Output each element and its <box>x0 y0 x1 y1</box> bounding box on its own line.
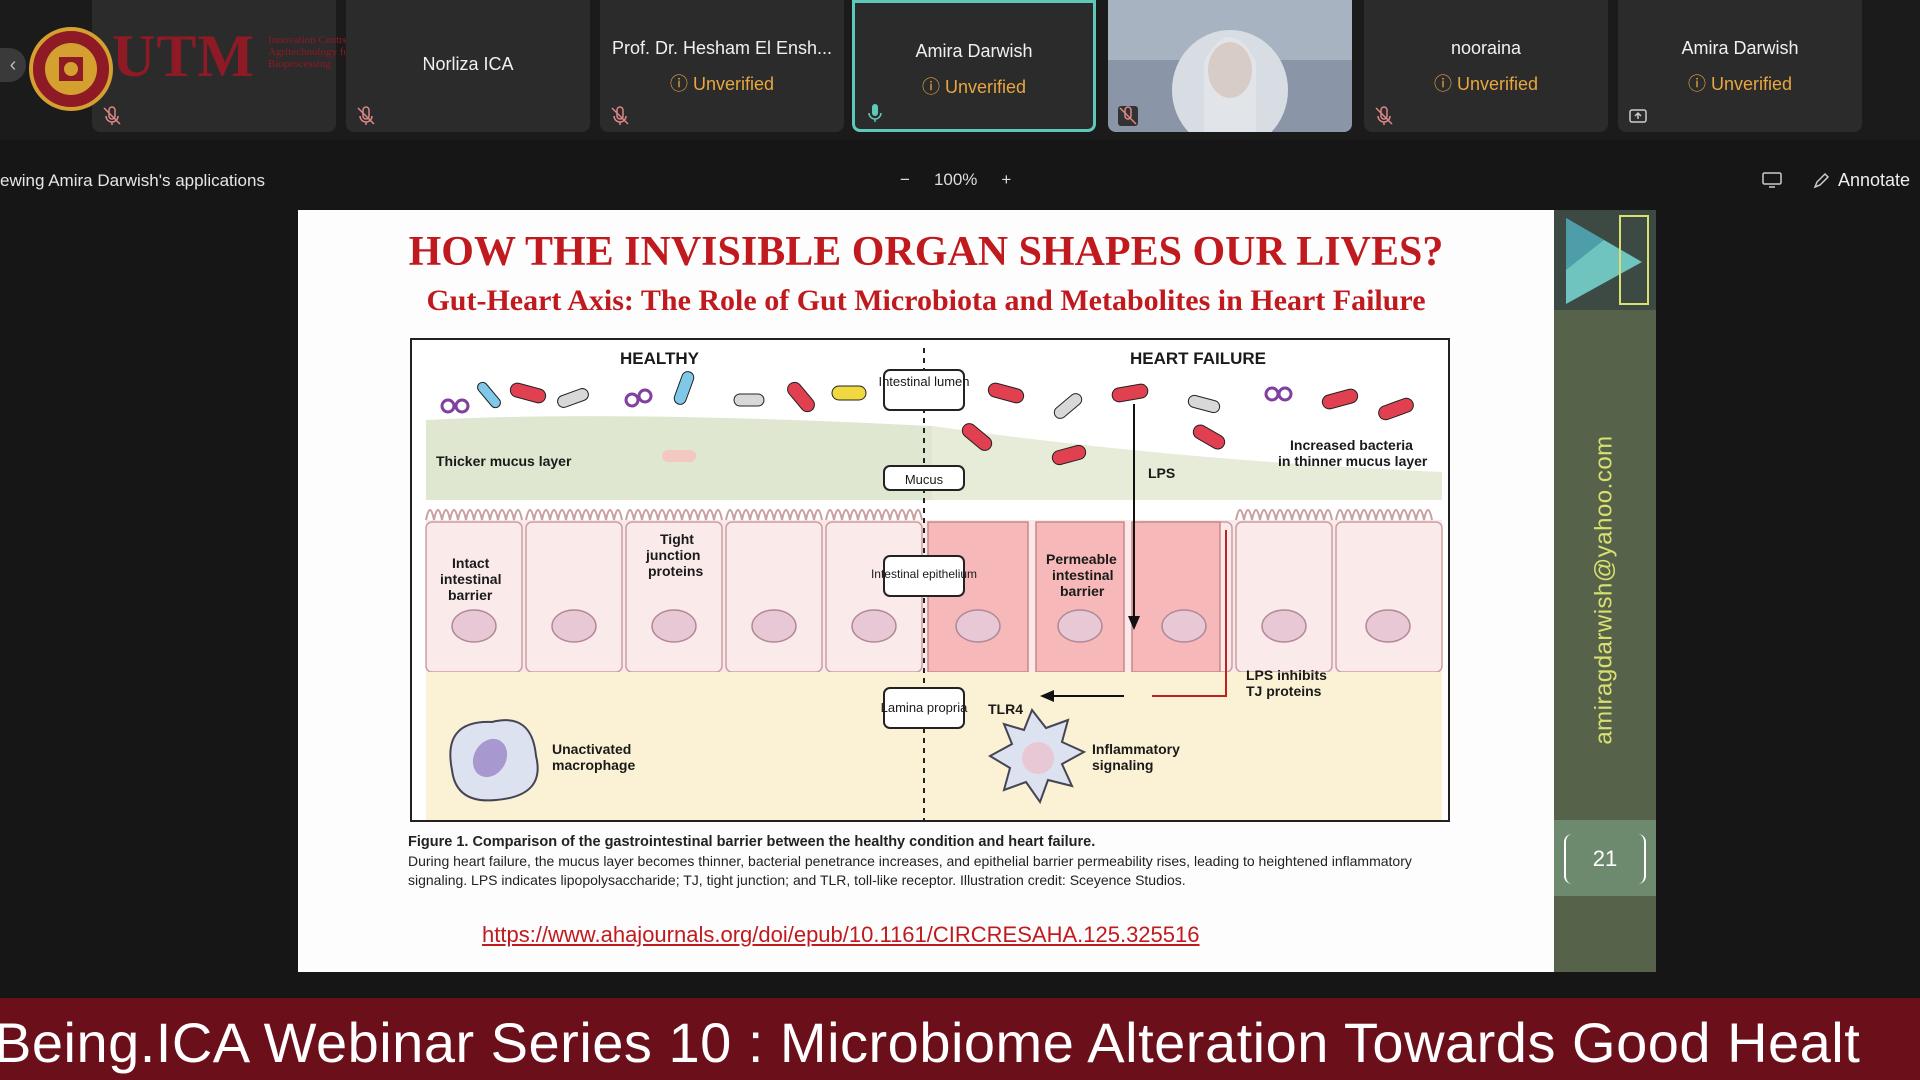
participant-tile[interactable]: Norliza ICA <box>346 0 590 132</box>
unverified-badge: ⓘ Unverified <box>669 74 775 94</box>
participant-tile[interactable]: Prof. Dr. Hesham El Ensh... ⓘ Unverified <box>600 0 844 132</box>
annotate-button[interactable]: Annotate <box>1812 170 1910 191</box>
tight-junction-label: proteins <box>648 563 703 579</box>
participant-name: Norliza ICA <box>422 54 514 74</box>
figure-caption: Figure 1. Comparison of the gastrointest… <box>408 832 1468 890</box>
healthy-heading: HEALTHY <box>620 349 700 368</box>
viewing-status: ewing Amira Darwish's applications <box>0 171 265 190</box>
center-label-lamina: Lamina propria <box>881 700 968 715</box>
screen-share-icon <box>1629 109 1647 123</box>
participant-tile[interactable]: nooraina ⓘ Unverified <box>1364 0 1608 132</box>
mic-on-icon <box>868 104 882 122</box>
slide-page-number: 21 <box>1564 834 1646 884</box>
slide-subtitle: Gut-Heart Axis: The Role of Gut Microbio… <box>426 284 1426 317</box>
annotate-label: Annotate <box>1838 170 1911 190</box>
participant-name: Prof. Dr. Hesham El Ensh... <box>611 38 833 58</box>
utm-crest-logo <box>29 27 113 111</box>
caption-body: During heart failure, the mucus layer be… <box>408 853 1412 888</box>
play-triangle-icon <box>1566 215 1649 305</box>
center-label-lumen: Intestinal lumen <box>878 374 969 389</box>
slide-title: HOW THE INVISIBLE ORGAN SHAPES OUR LIVES… <box>408 229 1444 275</box>
participant-name: Amira Darwish <box>1681 38 1799 58</box>
slide-side-decoration <box>1554 210 1656 310</box>
participant-tile-logo[interactable] <box>92 0 336 132</box>
email-text: amiragdarwish@yahoo.com <box>1591 435 1619 745</box>
utm-wordmark: UTM <box>112 23 255 89</box>
banner-text: Being.ICA Webinar Series 10 : Microbiome… <box>0 1011 1861 1074</box>
unverified-label: Unverified <box>692 74 775 94</box>
intact-barrier-label: barrier <box>448 587 493 603</box>
mic-off-icon <box>1118 106 1138 126</box>
webinar-banner: Being.ICA Webinar Series 10 : Microbiome… <box>0 998 1920 1080</box>
lps-label: LPS <box>1148 465 1175 481</box>
inflammatory-label: signaling <box>1092 757 1153 773</box>
caption-title: Figure 1. Comparison of the gastrointest… <box>408 834 1096 850</box>
intact-barrier-label: intestinal <box>440 571 501 587</box>
unverified-badge: ⓘ Unverified <box>1687 74 1793 94</box>
permeable-barrier-label: intestinal <box>1052 567 1113 583</box>
unverified-label: Unverified <box>1456 74 1539 94</box>
unactivated-label: macrophage <box>552 757 635 773</box>
center-label-epithelium: Intestinal epithelium <box>871 567 977 581</box>
mic-off-icon <box>611 106 629 125</box>
permeable-barrier-label: barrier <box>1060 583 1105 599</box>
increased-bacteria-label: Increased bacteria <box>1290 437 1413 453</box>
zoom-controls: − 100% + <box>900 170 1011 190</box>
participant-tile[interactable]: Amira Darwish ⓘ Unverified <box>1618 0 1862 132</box>
slide-email: amiragdarwish@yahoo.com <box>1570 420 1640 760</box>
unverified-badge: ⓘ Unverified <box>1433 74 1539 94</box>
participant-video-feed <box>1108 0 1352 132</box>
pop-out-icon[interactable] <box>1762 172 1782 188</box>
increased-bacteria-label: in thinner mucus layer <box>1278 453 1428 469</box>
mic-off-icon <box>103 106 121 125</box>
tight-junction-label: junction <box>645 547 700 563</box>
permeable-barrier-label: Permeable <box>1046 551 1117 567</box>
tlr4-label: TLR4 <box>988 701 1023 717</box>
participant-strip: ‹ UTM Innovation Centre in Agritechnolog… <box>0 0 1920 140</box>
unactivated-label: Unactivated <box>552 741 631 757</box>
participant-video-tile[interactable] <box>1108 0 1352 132</box>
chevron-left-icon[interactable]: ‹ <box>0 48 26 82</box>
zoom-level: 100% <box>933 170 978 189</box>
figure-gut-barrier: HEALTHY HEART FAILURE Thicker mucus laye… <box>410 338 1450 822</box>
zoom-out-button[interactable]: − <box>900 170 910 189</box>
mic-off-icon <box>357 106 375 125</box>
intact-barrier-label: Intact <box>452 555 490 571</box>
center-label-mucus: Mucus <box>905 472 944 487</box>
unverified-badge: ⓘ Unverified <box>921 77 1027 97</box>
gut-barrier-illustration: HEALTHY HEART FAILURE Thicker mucus laye… <box>412 340 1448 820</box>
lps-inhibits-label: TJ proteins <box>1246 683 1322 699</box>
participant-name: Amira Darwish <box>915 41 1033 61</box>
heart-failure-heading: HEART FAILURE <box>1130 349 1266 368</box>
zoom-in-button[interactable]: + <box>1001 170 1012 189</box>
tight-junction-label: Tight <box>660 531 694 547</box>
mic-off-icon <box>1375 106 1393 125</box>
inflammatory-label: Inflammatory <box>1092 741 1180 757</box>
participant-tile-active-speaker[interactable]: Amira Darwish ⓘ Unverified <box>852 0 1096 132</box>
unverified-label: Unverified <box>944 77 1027 97</box>
thicker-mucus-label: Thicker mucus layer <box>436 453 572 469</box>
pen-icon <box>1813 172 1830 188</box>
participant-name: nooraina <box>1450 38 1522 58</box>
lps-inhibits-label: LPS inhibits <box>1246 667 1327 683</box>
source-link[interactable]: https://www.ahajournals.org/doi/epub/10.… <box>482 922 1200 947</box>
unverified-label: Unverified <box>1710 74 1793 94</box>
